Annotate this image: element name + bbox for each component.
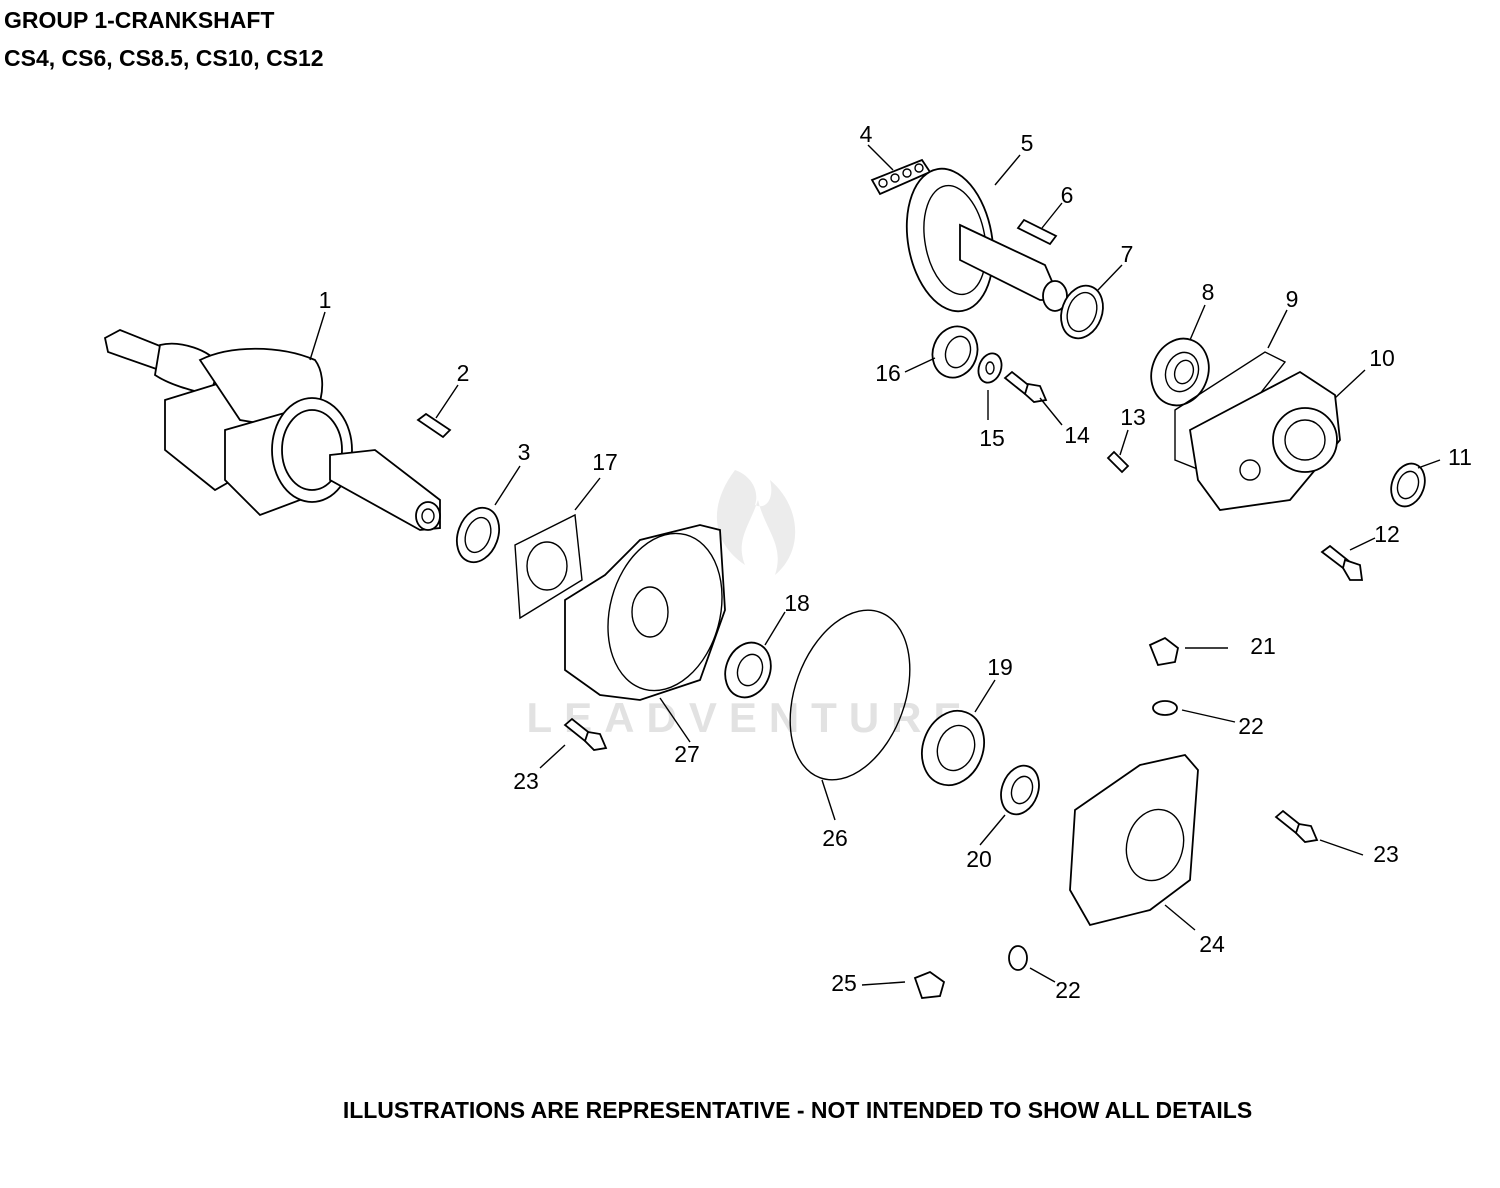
bolt-part-3 — [563, 717, 608, 751]
callout-4: 4 — [860, 121, 873, 147]
plug-part — [913, 970, 946, 999]
callout-23b: 23 — [1373, 841, 1399, 867]
bolt-part-4 — [1274, 809, 1319, 843]
callout-15: 15 — [979, 425, 1005, 451]
key-part — [416, 412, 452, 439]
callout-19: 19 — [987, 654, 1013, 680]
model-list: CS4, CS6, CS8.5, CS10, CS12 — [4, 45, 324, 71]
callout-21: 21 — [1250, 633, 1276, 659]
callout-7: 7 — [1121, 241, 1134, 267]
callout-10: 10 — [1369, 345, 1395, 371]
bearing-part-2 — [724, 641, 772, 699]
callout-18: 18 — [784, 590, 810, 616]
callout-23a: 23 — [513, 768, 539, 794]
dowel-pin-part — [1106, 450, 1130, 474]
callout-13: 13 — [1120, 404, 1146, 430]
bolt-part-2 — [1003, 370, 1048, 403]
callout-26: 26 — [822, 825, 848, 851]
seal-part — [1390, 462, 1426, 508]
bearing-part-3 — [921, 709, 985, 787]
washer-part — [456, 506, 500, 564]
callout-1: 1 — [319, 287, 332, 313]
callout-9: 9 — [1286, 286, 1299, 312]
callout-3: 3 — [518, 439, 531, 465]
callout-22a: 22 — [1238, 713, 1264, 739]
callout-16: 16 — [875, 360, 901, 386]
callout-14: 14 — [1064, 422, 1090, 448]
callout-24: 24 — [1199, 931, 1225, 957]
callout-5: 5 — [1021, 130, 1034, 156]
callout-8: 8 — [1202, 279, 1215, 305]
callout-17: 17 — [592, 449, 618, 475]
page-title: GROUP 1-CRANKSHAFT — [4, 7, 275, 33]
disclaimer-note: ILLUSTRATIONS ARE REPRESENTATIVE - NOT I… — [342, 1097, 1253, 1123]
washer-part-4 — [1152, 700, 1178, 716]
leader-lines — [309, 144, 1441, 986]
seal-part-2 — [1000, 764, 1040, 816]
case-cover-part — [1069, 754, 1199, 927]
callout-2: 2 — [457, 360, 470, 386]
callout-22b: 22 — [1055, 977, 1081, 1003]
case-gasket-part — [789, 609, 911, 781]
washer-part-2 — [1060, 284, 1104, 340]
governor-gear-part — [905, 167, 1068, 313]
drain-bolt-part — [1148, 636, 1179, 667]
crankcase-housing-part — [564, 524, 726, 701]
bearing-part — [1150, 337, 1210, 407]
gearcase-cover-part — [1174, 351, 1341, 511]
crankshaft-part — [103, 329, 441, 531]
callout-labels: 1 2 3 4 5 6 7 8 9 10 11 12 13 14 15 16 1… — [319, 121, 1472, 1003]
sprocket-part — [931, 325, 979, 379]
gasket-part — [514, 513, 583, 620]
callout-25: 25 — [831, 970, 857, 996]
callout-11: 11 — [1448, 444, 1472, 470]
callout-20: 20 — [966, 846, 992, 872]
washer-part-5 — [1008, 945, 1028, 971]
callout-12: 12 — [1374, 521, 1400, 547]
callout-27: 27 — [674, 741, 700, 767]
callout-6: 6 — [1061, 182, 1074, 208]
key-part-2 — [1016, 218, 1058, 246]
washer-part-3 — [977, 352, 1003, 384]
bolt-part — [1320, 544, 1364, 581]
